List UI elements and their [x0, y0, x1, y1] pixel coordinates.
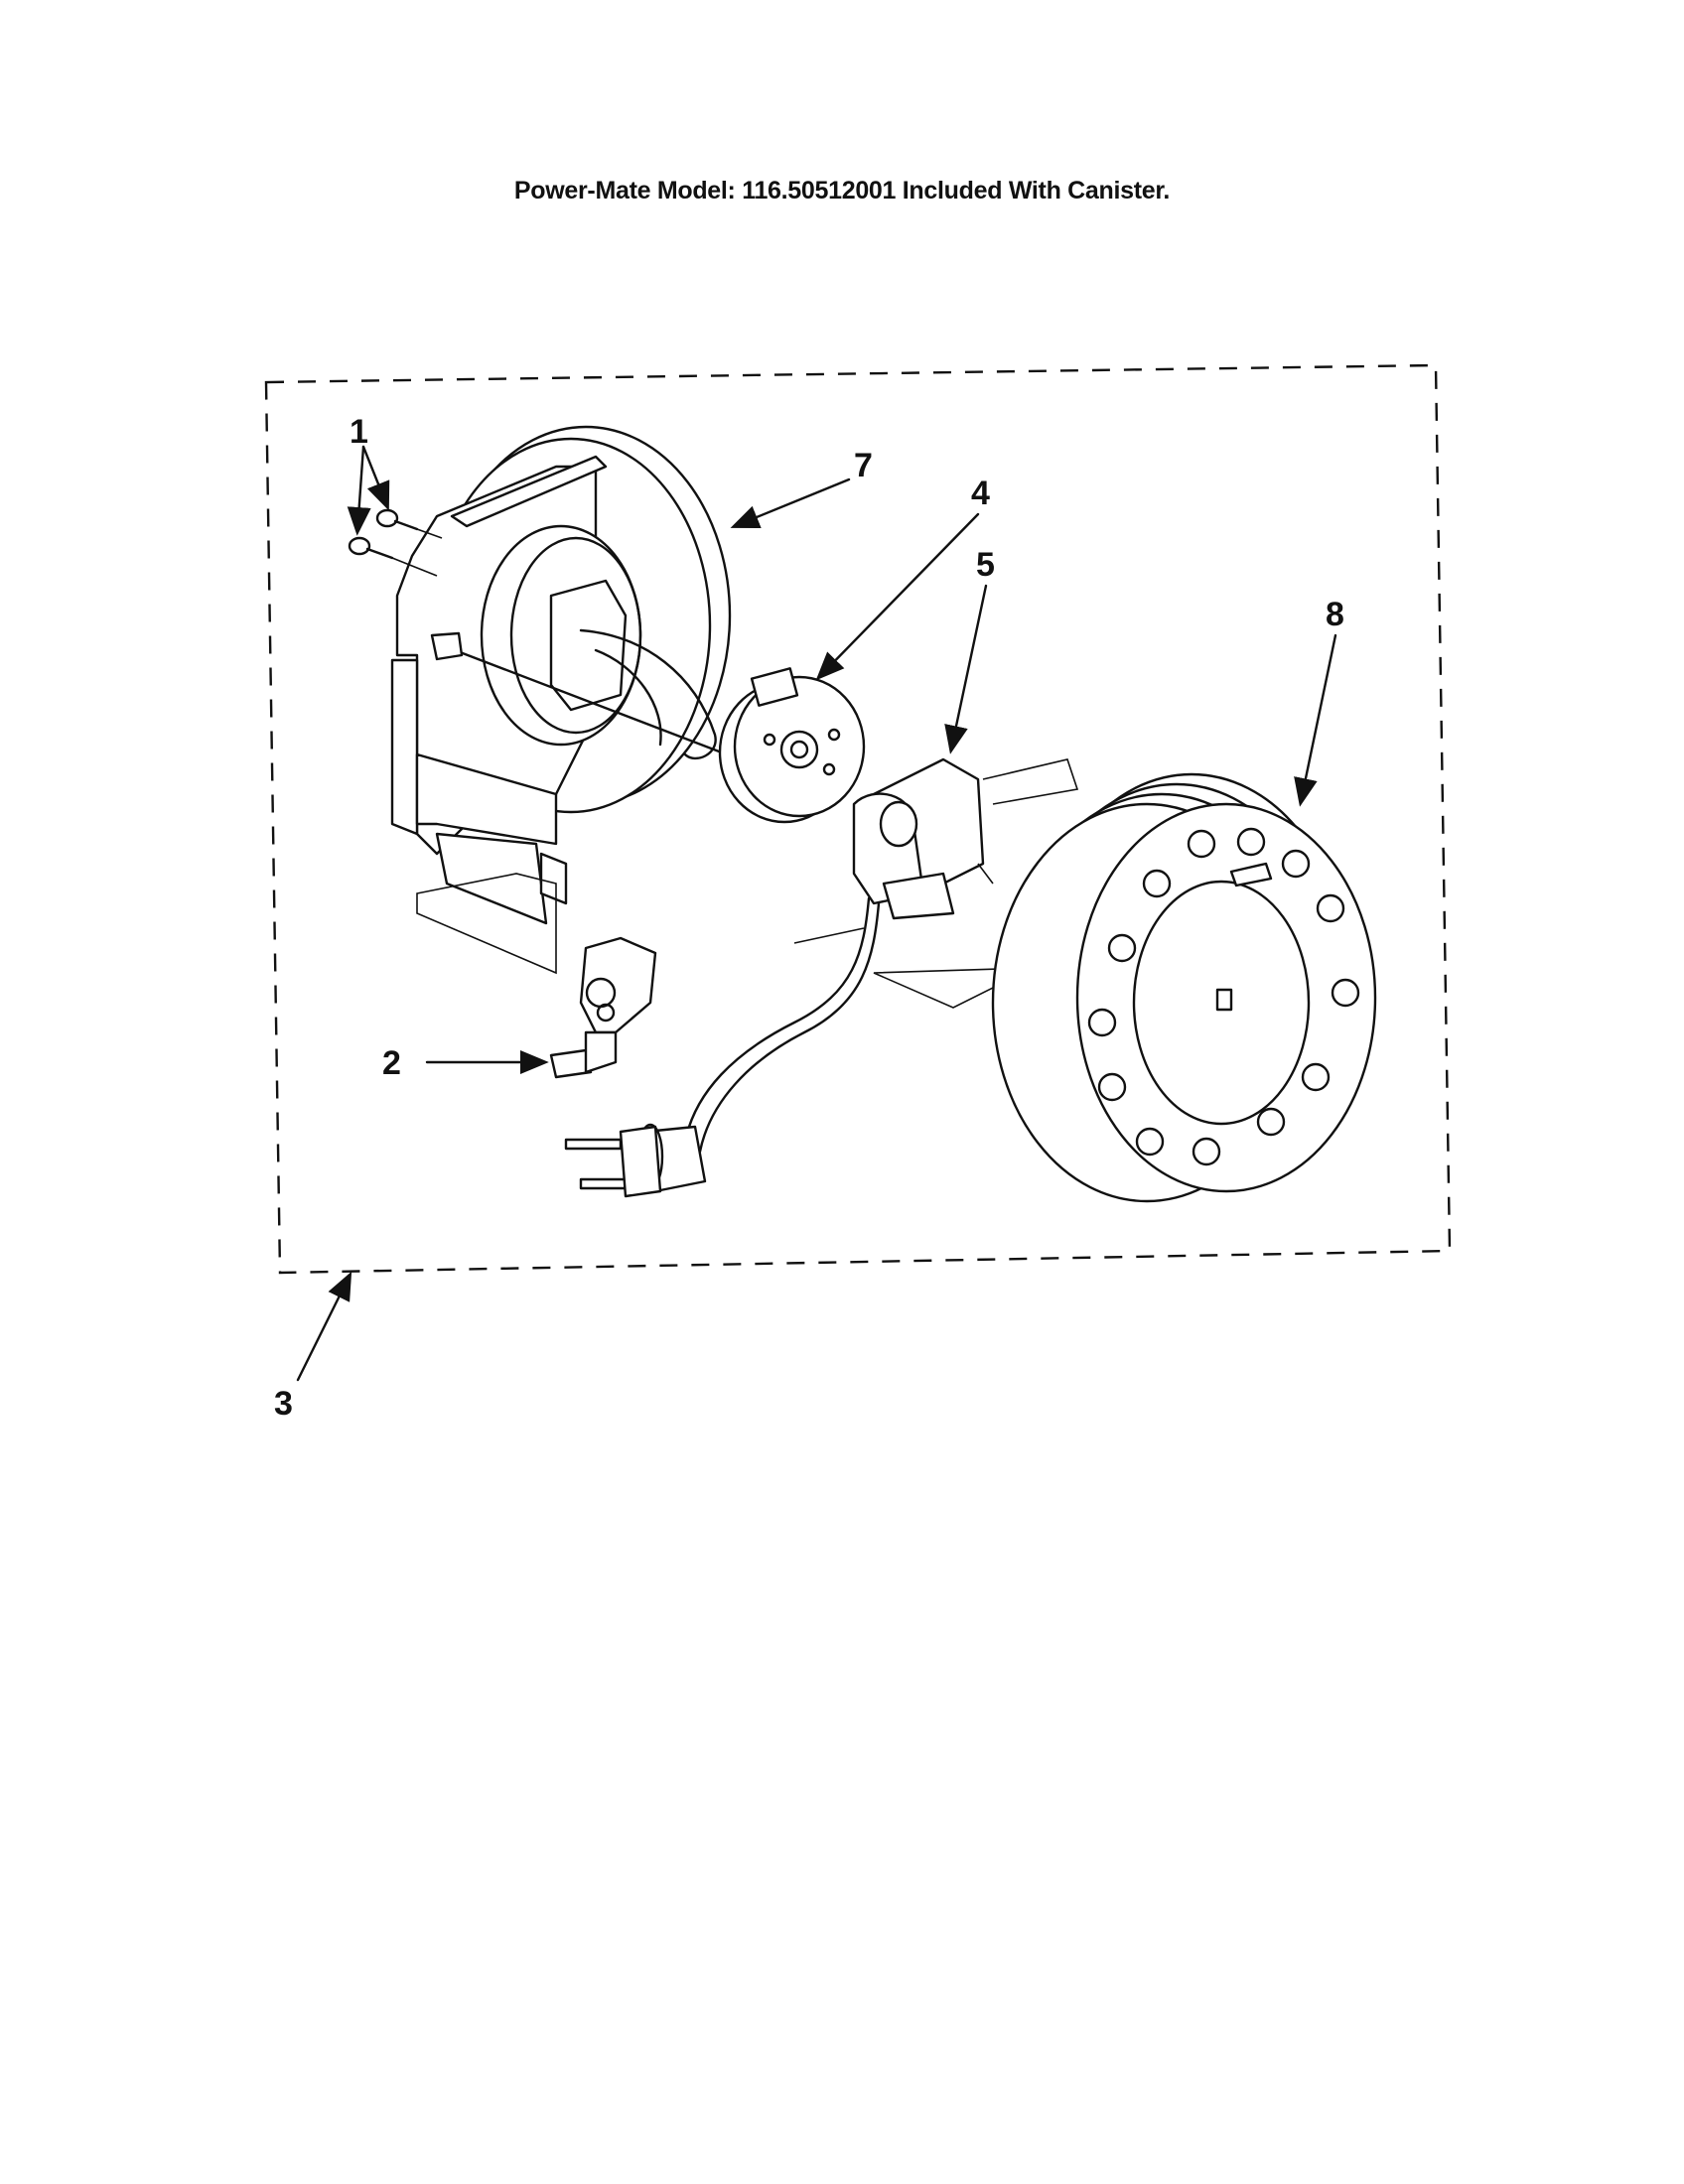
callout-4: 4 — [971, 475, 990, 512]
callout-1: 1 — [350, 413, 368, 451]
power-cord-and-plug — [564, 896, 881, 1198]
cord-clip — [549, 936, 657, 1079]
cord-reel-housing — [390, 425, 742, 975]
screws — [348, 508, 443, 577]
callout-3: 3 — [274, 1385, 293, 1423]
callout-2: 2 — [382, 1044, 401, 1082]
callout-8: 8 — [1326, 596, 1344, 633]
brush-holder — [793, 757, 1079, 1009]
callout-5: 5 — [976, 546, 995, 584]
page-title: Power-Mate Model: 116.50512001 Included … — [513, 177, 1171, 205]
leader-lines — [296, 445, 1337, 1382]
contact-disc — [718, 667, 866, 824]
cord-reel — [991, 772, 1377, 1203]
assembly-boundary — [264, 363, 1452, 1275]
callout-7: 7 — [854, 447, 873, 484]
